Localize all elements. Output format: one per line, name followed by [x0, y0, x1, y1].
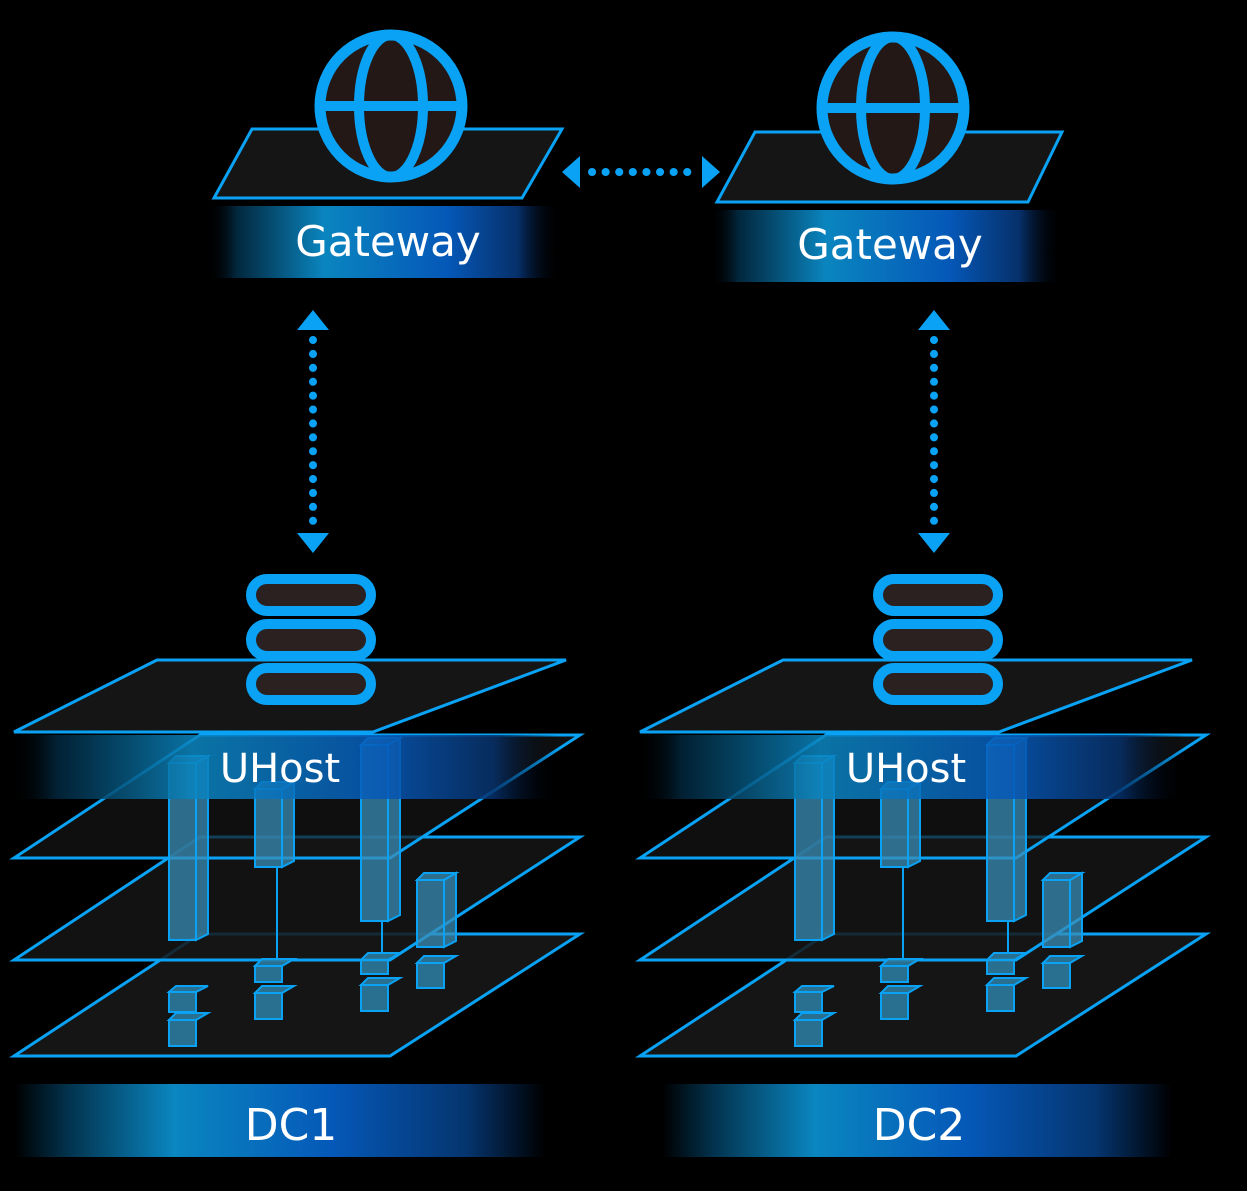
datacenter-1: UHost DC1: [8, 574, 586, 1157]
gateway-1-label-band: [208, 206, 560, 278]
gateway2-dc2-link-arrow: [918, 310, 950, 553]
gateway1-dc1-link-arrow: [297, 310, 329, 553]
dc2-compute-nodes: [792, 952, 1086, 1047]
dc1-label: DC1: [245, 1100, 338, 1151]
globe-icon: [816, 31, 970, 185]
gateway-link-arrow: [562, 156, 720, 188]
gateway-2: Gateway: [710, 31, 1065, 282]
arrow-right-icon: [702, 156, 720, 188]
server-stack-icon: [246, 574, 376, 705]
dc1-compute-nodes: [166, 952, 460, 1047]
dc1-layer-3: [9, 835, 586, 962]
globe-icon: [314, 29, 468, 183]
gateway-2-label: Gateway: [797, 220, 983, 269]
dc1-host-band: [12, 735, 560, 799]
dc2-label: DC2: [873, 1100, 966, 1151]
datacenter-2: UHost DC2: [634, 574, 1212, 1157]
dc2-label-band: [662, 1084, 1172, 1157]
arrow-up-icon: [918, 310, 950, 330]
dc2-layer-3: [635, 835, 1212, 962]
dc1-label-band: [15, 1084, 545, 1157]
gateway-2-label-band: [710, 210, 1062, 282]
dc2-host-label: UHost: [846, 746, 966, 792]
arrow-down-icon: [918, 533, 950, 553]
arrow-down-icon: [297, 533, 329, 553]
dc1-host-label: UHost: [220, 746, 340, 792]
dc2-host-band: [638, 735, 1186, 799]
server-stack-icon: [873, 574, 1003, 705]
gateway-1: Gateway: [208, 29, 565, 278]
gateway-1-label: Gateway: [295, 217, 481, 266]
arrow-left-icon: [562, 156, 580, 188]
arrow-up-icon: [297, 310, 329, 330]
